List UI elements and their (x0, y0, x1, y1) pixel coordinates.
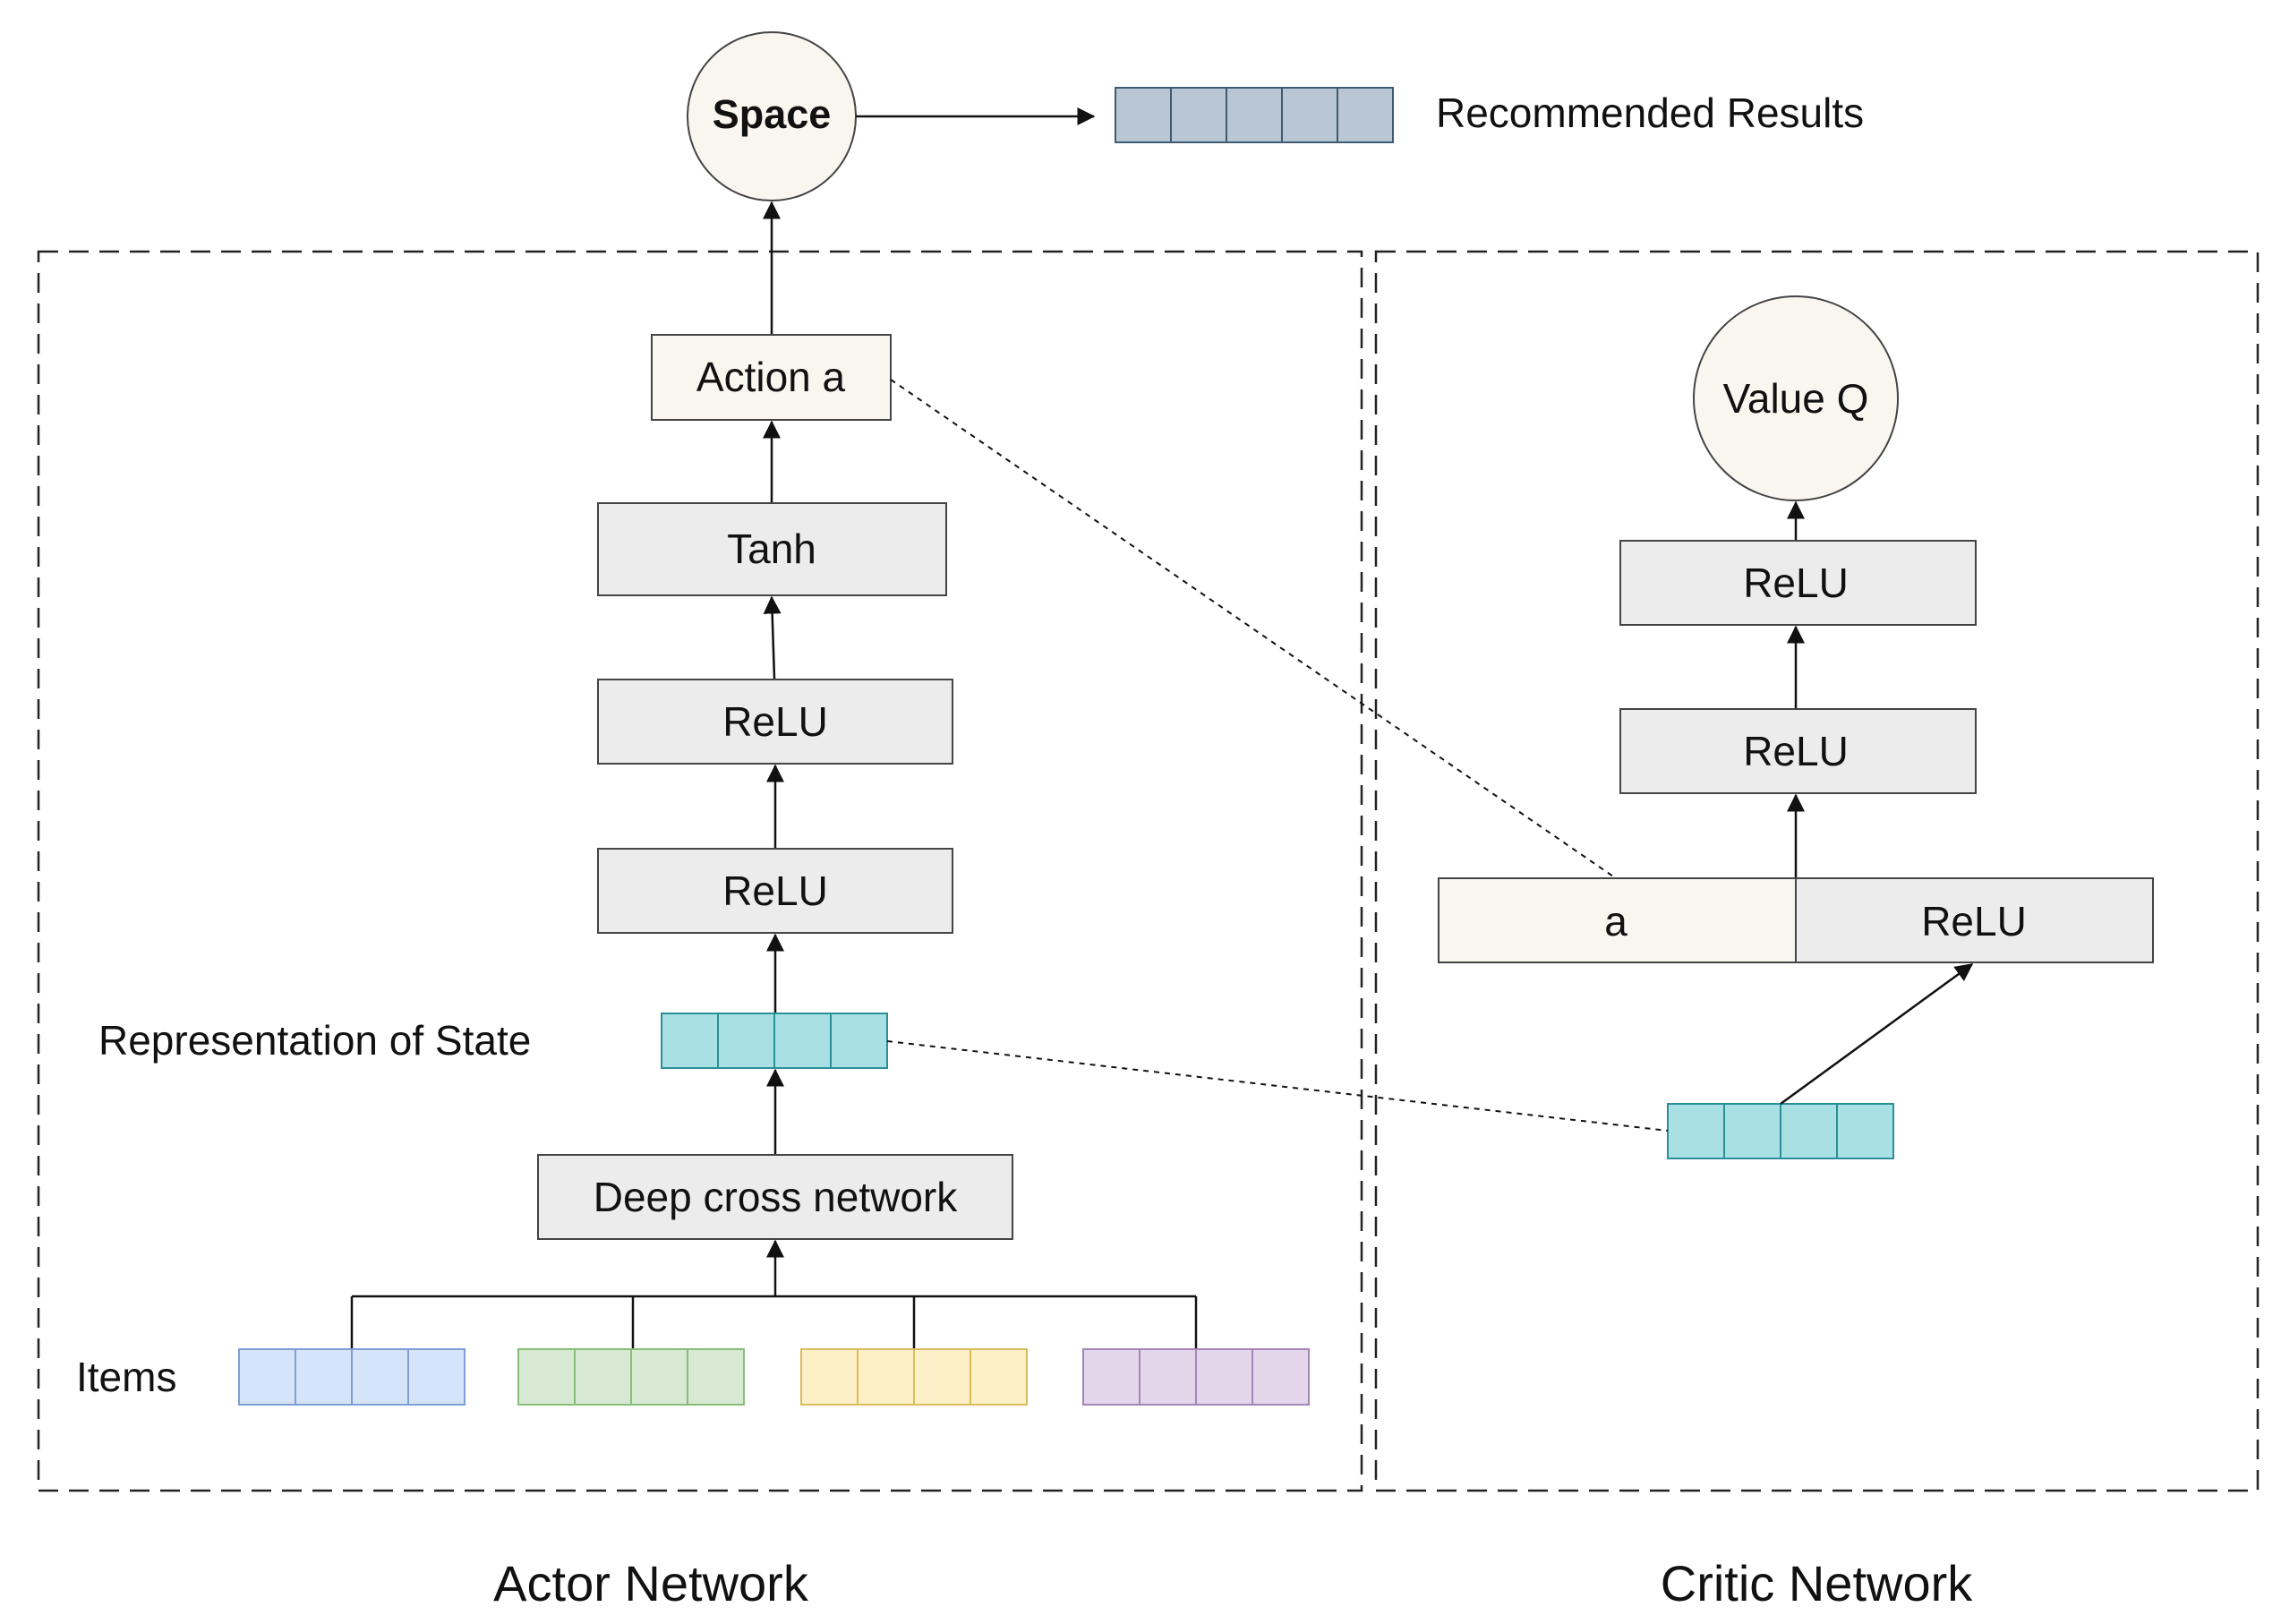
result-cell (1115, 87, 1172, 143)
actor-network-frame (37, 250, 1363, 1492)
item-cell (913, 1348, 971, 1406)
item-cell (800, 1348, 859, 1406)
item-group-1 (238, 1348, 466, 1406)
action-label: Action a (696, 354, 846, 400)
deep-cross-network-label: Deep cross network (594, 1174, 958, 1220)
critic-state-to-relu-edge (1780, 962, 1974, 1106)
critic-concat-relu-label: ReLU (1921, 898, 2027, 944)
critic-relu-middle-node (1619, 708, 1977, 794)
result-cell (1337, 87, 1394, 143)
item-cell (970, 1348, 1028, 1406)
state-vector (661, 1013, 888, 1069)
critic-relu-top-node (1619, 540, 1977, 626)
critic-concat-node (1438, 877, 2154, 963)
item-cell (295, 1348, 353, 1406)
result-cell (1226, 87, 1283, 143)
item-cell (630, 1348, 688, 1406)
actor-relu-lower-label: ReLU (722, 868, 828, 914)
tanh-label: Tanh (727, 526, 816, 572)
item-cell (574, 1348, 632, 1406)
item-cell (407, 1348, 466, 1406)
item-group-2 (517, 1348, 745, 1406)
representation-of-state-label: Representation of State (98, 1017, 531, 1064)
state-cell (717, 1013, 775, 1069)
critic-concat-a-label: a (1604, 898, 1627, 944)
critic-concat-relu-cell (1795, 877, 2154, 963)
deep-cross-network-node (537, 1154, 1013, 1240)
items-to-dcn-connector (350, 1239, 1198, 1349)
item-cell (1195, 1348, 1253, 1406)
item-group-3 (800, 1348, 1028, 1406)
actor-relu-lower-node (597, 848, 953, 934)
recommended-results-label: Recommended Results (1436, 90, 1864, 136)
value-q-node (1693, 295, 1899, 501)
critic-concat-a-cell (1438, 877, 1797, 963)
relu-to-tanh-edge (763, 595, 782, 680)
value-q-label: Value Q (1723, 375, 1869, 422)
action-to-critic-a-dashed-edge (890, 379, 1617, 879)
actor-network-label: Actor Network (493, 1555, 809, 1611)
item-group-4 (1082, 1348, 1310, 1406)
result-cell (1170, 87, 1227, 143)
critic-state-vector (1667, 1103, 1894, 1159)
state-cell (830, 1013, 888, 1069)
critic-relu-top-label: ReLU (1743, 560, 1849, 606)
state-cell (1780, 1103, 1838, 1159)
item-cell (1082, 1348, 1140, 1406)
critic-network-frame (1374, 250, 2260, 1492)
state-cell (1836, 1103, 1894, 1159)
state-cell (661, 1013, 719, 1069)
actor-relu-upper-node (597, 679, 953, 765)
item-cell (1252, 1348, 1310, 1406)
items-label: Items (76, 1354, 176, 1400)
item-cell (687, 1348, 745, 1406)
recommended-results-vector (1115, 87, 1394, 143)
actor-relu-upper-label: ReLU (722, 698, 828, 745)
item-cell (1139, 1348, 1197, 1406)
state-cell (1667, 1103, 1725, 1159)
item-cell (351, 1348, 409, 1406)
tanh-node (597, 502, 947, 596)
critic-relu-middle-label: ReLU (1743, 728, 1849, 774)
critic-network-label: Critic Network (1661, 1555, 1973, 1611)
item-cell (238, 1348, 296, 1406)
state-to-critic-state-dashed-edge (886, 1040, 1669, 1132)
space-label: Space (713, 91, 832, 137)
item-cell (857, 1348, 915, 1406)
action-node (651, 334, 892, 421)
item-cell (517, 1348, 576, 1406)
state-cell (1723, 1103, 1781, 1159)
result-cell (1281, 87, 1338, 143)
state-cell (773, 1013, 832, 1069)
